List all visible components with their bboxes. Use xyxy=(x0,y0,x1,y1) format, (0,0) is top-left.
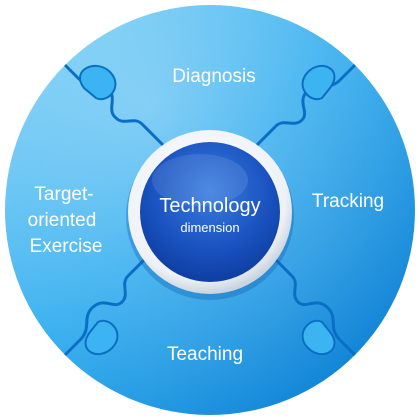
center-circle xyxy=(140,142,280,282)
knob-top-left xyxy=(79,64,117,101)
left-label-line-3: Exercise xyxy=(30,236,103,257)
left-label-line-1: Target- xyxy=(34,184,93,205)
divider-bottom-right xyxy=(264,248,377,377)
segment-label-target-oriented-exercise: Target- oriented Exercise xyxy=(28,184,103,257)
knob-bottom-left xyxy=(84,319,119,356)
segment-label-tracking: Tracking xyxy=(312,191,384,212)
center-subtitle: dimension xyxy=(180,220,239,235)
knob-top-right xyxy=(301,64,336,101)
center-title: Technology xyxy=(159,195,260,217)
divider-bottom-left xyxy=(43,248,156,377)
puzzle-knobs xyxy=(79,64,336,356)
left-label-line-2: oriented xyxy=(28,210,97,231)
segment-label-diagnosis: Diagnosis xyxy=(172,66,255,87)
center-gloss xyxy=(152,154,248,206)
knob-bottom-right xyxy=(301,319,336,356)
segment-label-teaching: Teaching xyxy=(167,344,243,365)
